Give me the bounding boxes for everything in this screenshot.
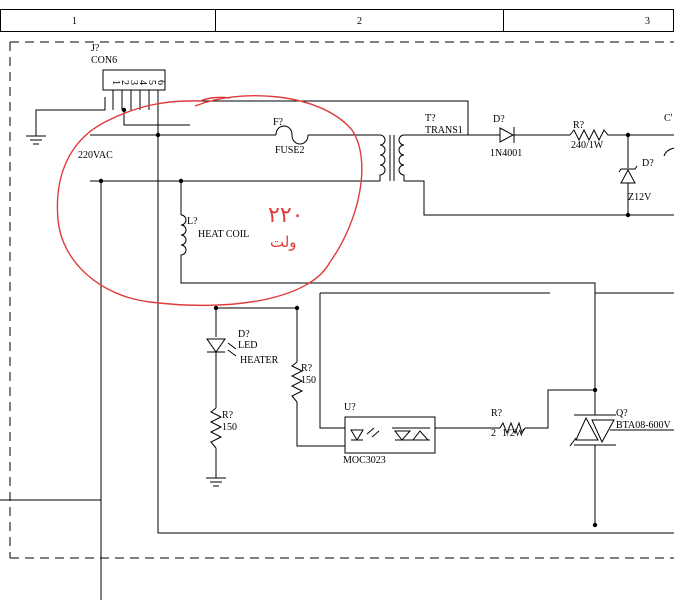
zener-ref: D? — [642, 158, 654, 169]
connector-part: CON6 — [91, 55, 117, 66]
wires — [0, 90, 674, 600]
transformer — [379, 134, 405, 181]
resistor-gate-value: 150 — [301, 375, 316, 386]
junction-dots — [98, 107, 631, 528]
optocoupler-ref: U? — [344, 402, 356, 413]
annotation-text-line2: ولت — [270, 233, 297, 251]
diode-value: 1N4001 — [490, 148, 522, 159]
ground-symbol-led — [206, 477, 226, 487]
diode-ref: D? — [493, 114, 505, 125]
wire-ground-stub — [35, 97, 106, 136]
resistor-led-value: 150 — [222, 422, 237, 433]
zone-2-label: 2 — [357, 16, 362, 27]
resistor-triac — [499, 421, 526, 435]
led-value-line2: HEATER — [240, 355, 279, 366]
resistor-triac-value-a: 2 — [491, 428, 496, 439]
wire-top-rail — [123, 110, 190, 126]
resistor-triac-value-b: 1/2W — [502, 428, 525, 439]
diode-1n4001 — [499, 127, 515, 143]
connector-pin-3: 3 — [128, 80, 139, 85]
connector-pin-1: 1 — [110, 80, 121, 85]
zone-strip: 1 2 3 — [0, 9, 674, 32]
heat-coil — [180, 214, 187, 262]
annotation-text-line1: ۲۲۰ — [268, 203, 303, 228]
connector-con6: J? CON6 1 2 3 4 5 6 — [91, 43, 166, 91]
zener-value: Z12V — [628, 192, 652, 203]
resistor-gate-ref: R? — [301, 363, 313, 374]
optocoupler-value: MOC3023 — [343, 455, 386, 466]
triac-ref: Q? — [616, 408, 628, 419]
resistor-supply-value: 240/1W — [571, 140, 604, 151]
optocoupler-moc3023 — [344, 416, 436, 454]
resistor-supply-ref: R? — [573, 120, 585, 131]
resistor-led-ref: R? — [222, 410, 234, 421]
resistor-led — [209, 407, 223, 449]
transformer-ref: T? — [425, 113, 436, 124]
resistor-gate-feed — [290, 361, 304, 403]
connector-ref: J? — [91, 43, 100, 54]
dashed-border — [9, 41, 674, 559]
connector-pin-6: 6 — [155, 80, 166, 85]
heat-coil-ref: L? — [187, 216, 198, 227]
fuse-ref: F? — [273, 117, 284, 128]
ground-symbol-left — [26, 135, 46, 145]
connector-pin-2: 2 — [119, 80, 130, 85]
fuse-value: FUSE2 — [275, 145, 304, 156]
triac-bta08 — [569, 414, 616, 447]
zone-1-label: 1 — [72, 16, 77, 27]
led-heater — [206, 338, 237, 357]
resistor-triac-ref: R? — [491, 408, 503, 419]
resistor-240 — [569, 128, 610, 142]
annotation-circle — [56, 94, 363, 307]
connector-pin-5: 5 — [146, 80, 157, 85]
heat-coil-value: HEAT COIL — [198, 229, 249, 240]
capacitor-plate — [663, 147, 674, 157]
supply-label: 220VAC — [78, 150, 113, 161]
connector-pin-4: 4 — [137, 80, 148, 85]
triac-value: BTA08-600V — [616, 420, 672, 431]
fuse: F? FUSE2 — [273, 117, 309, 156]
capacitor-ref: C' — [664, 113, 673, 124]
transformer-value: TRANS1 — [425, 125, 463, 136]
zener-diode — [618, 165, 638, 184]
zone-3-label: 3 — [645, 16, 650, 27]
led-value-line1: LED — [238, 340, 257, 351]
led-ref: D? — [238, 329, 250, 340]
